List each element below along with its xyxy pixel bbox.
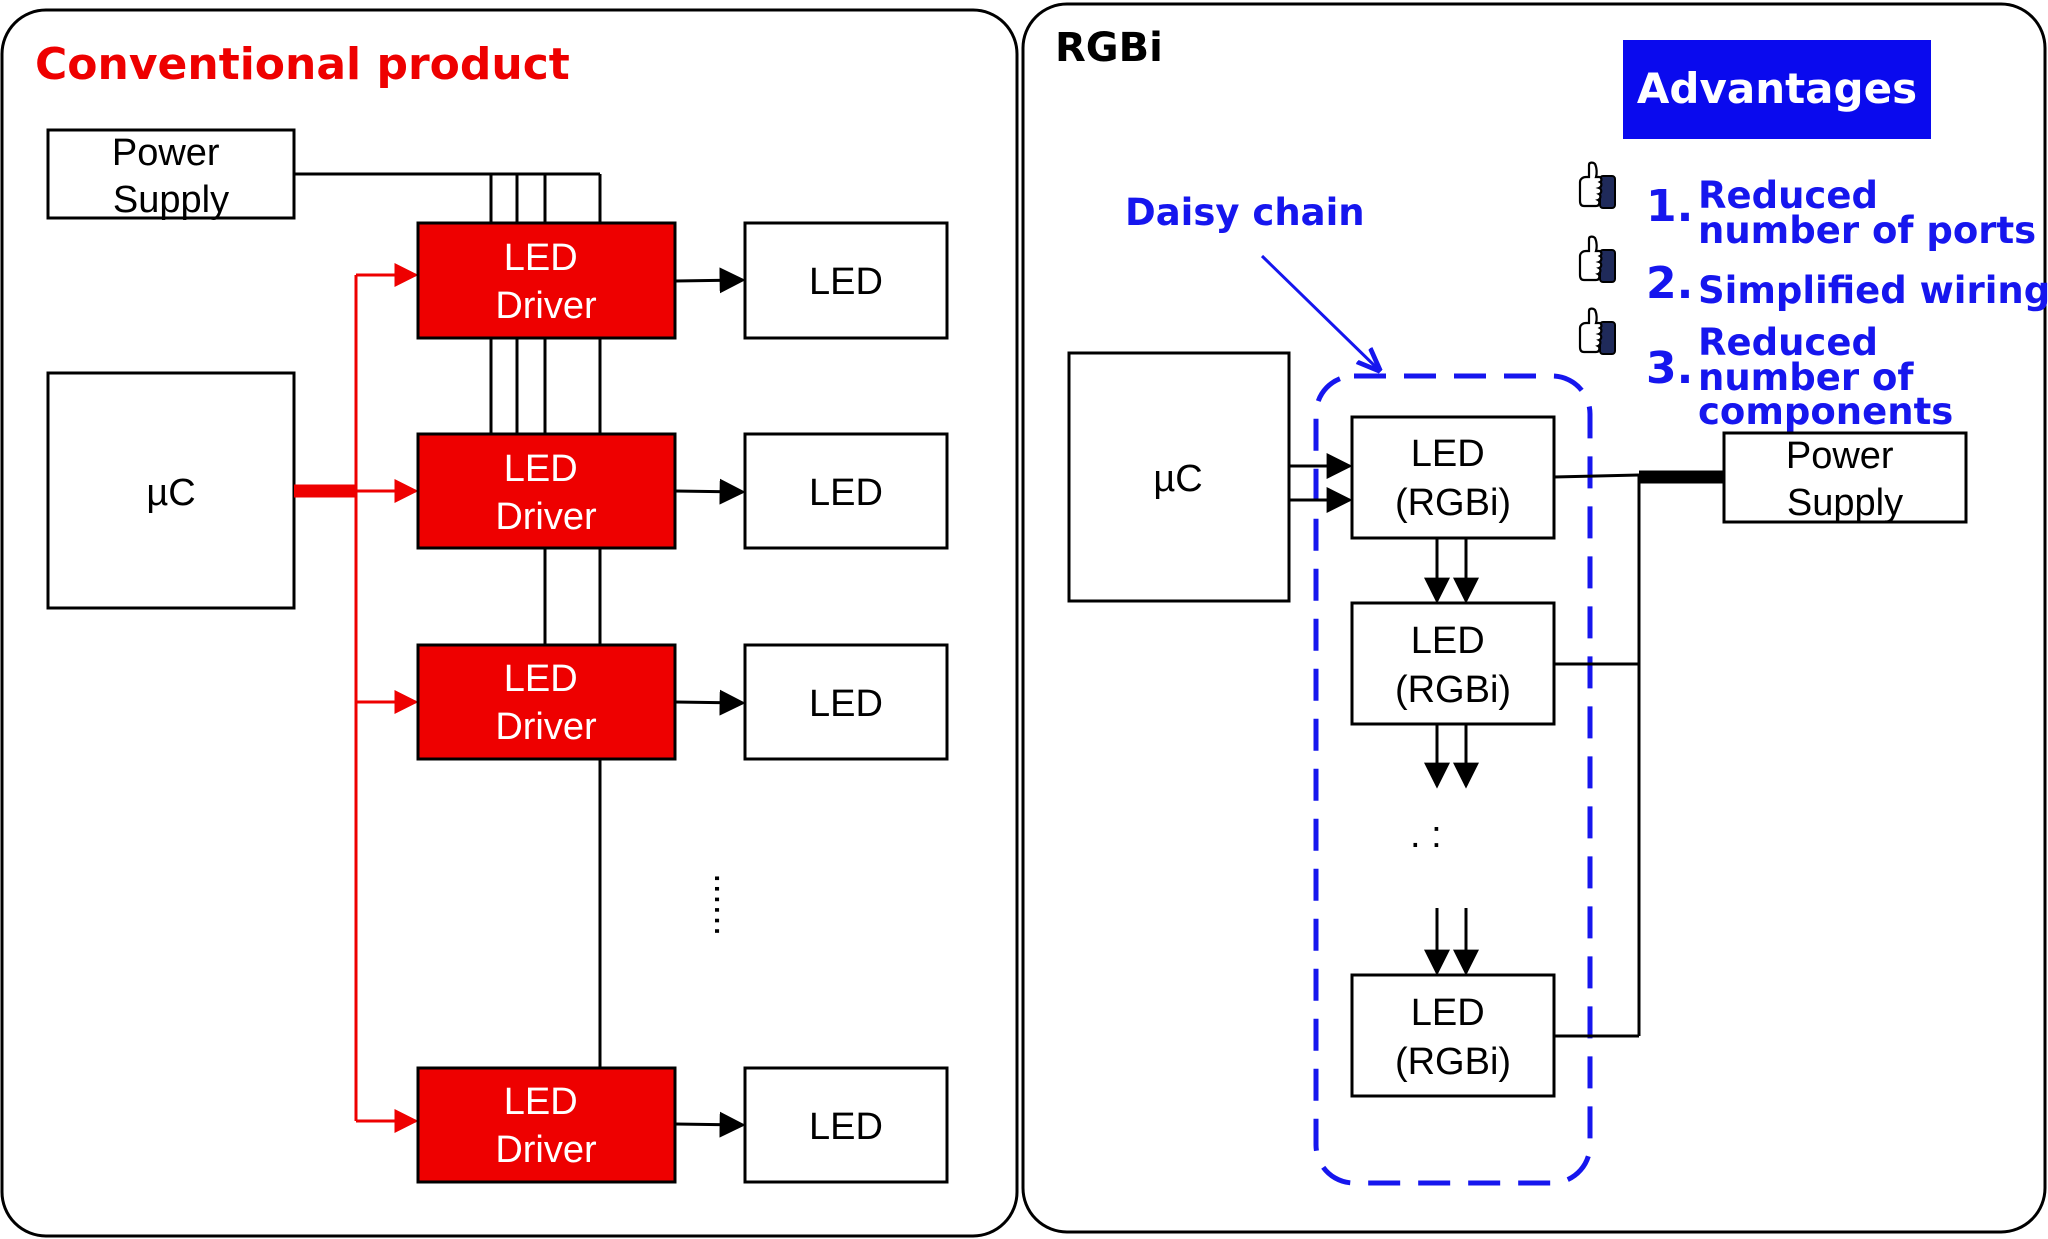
svg-text:Reduced number of: Reduced number of components [1698,321,1953,433]
control-bus [294,263,419,1133]
svg-text:LED Driver: LED Driver [495,658,597,748]
svg-text:LED Driver: LED Driver [495,1081,597,1171]
power-supply-box [46,128,296,220]
svg-text:Simplified wiring: Simplified wiring [1698,269,2048,312]
daisy-chain-label: Daisy chain [1125,191,1365,234]
led-4: LED [743,1066,949,1184]
led-2: LED [743,432,949,550]
svg-text:Reduced number of port: Reduced number of ports [1698,174,2036,252]
rgbi-title: RGBi [1055,25,1163,71]
rgbi-power-wires [1553,473,1641,1038]
advantages-title: Advantages [1637,64,1917,113]
rgbi-uc-label: µC [1153,458,1202,500]
svg-text:LED: LED [809,683,883,725]
svg-text:LED: LED [809,261,883,303]
rgbi-power-supply-box [1722,431,1968,524]
driver-output-arrows [674,267,746,1138]
power-supply-label: Power Supply [112,132,230,221]
advantage-item-1: 1. Reduced number of ports [1578,161,2036,252]
power-bus-wires [294,172,602,1068]
svg-text:LED Driver: LED Driver [495,237,597,327]
svg-text:LED (RGBi): LED (RGBi) [1395,992,1511,1083]
daisy-chain-enclosure [1313,373,1593,1186]
daisy-chain-arrows [1424,538,1479,976]
svg-text:LED Driver: LED Driver [495,448,597,538]
led-1: LED [743,221,949,340]
more-drivers-ellipsis: ...... [706,873,748,936]
rgbi-led-2: LED (RGBi) [1350,601,1556,726]
rgbi-led-1: LED (RGBi) [1350,415,1556,540]
led-driver-4: LED Driver [416,1066,677,1184]
svg-text:1.: 1. [1646,181,1693,232]
advantage-item-2: 2. Simplified wiring [1578,235,2048,312]
conventional-title: Conventional product [35,39,570,90]
svg-text:LED (RGBi): LED (RGBi) [1395,620,1511,711]
led-3: LED [743,643,949,761]
rgbi-power-supply-label: Power Supply [1786,435,1904,524]
svg-text:3.: 3. [1646,343,1693,394]
chain-continuation-dots: . : [1410,814,1442,856]
advantages-box [1623,40,1931,139]
rgbi-panel: RGBi Advantages 1. Reduced number of por… [1021,2,2048,1234]
advantage-item-3: 3. Reduced number of components [1578,307,1953,433]
rgbi-uc-box [1067,351,1291,603]
svg-text:LED: LED [809,1106,883,1148]
daisy-chain-pointer [1260,254,1379,370]
svg-text:LED: LED [809,472,883,514]
svg-text:2.: 2. [1646,258,1693,309]
uc-label: µC [146,472,195,514]
led-driver-1: LED Driver [416,221,677,340]
rgbi-led-3: LED (RGBi) [1350,973,1556,1098]
conventional-panel: Conventional product Power Supply µC [0,8,1019,1238]
led-driver-2: LED Driver [416,432,677,550]
svg-text:LED (RGBi): LED (RGBi) [1395,433,1511,524]
uc-to-led-arrows [1289,453,1353,513]
led-driver-3: LED Driver [416,643,677,761]
